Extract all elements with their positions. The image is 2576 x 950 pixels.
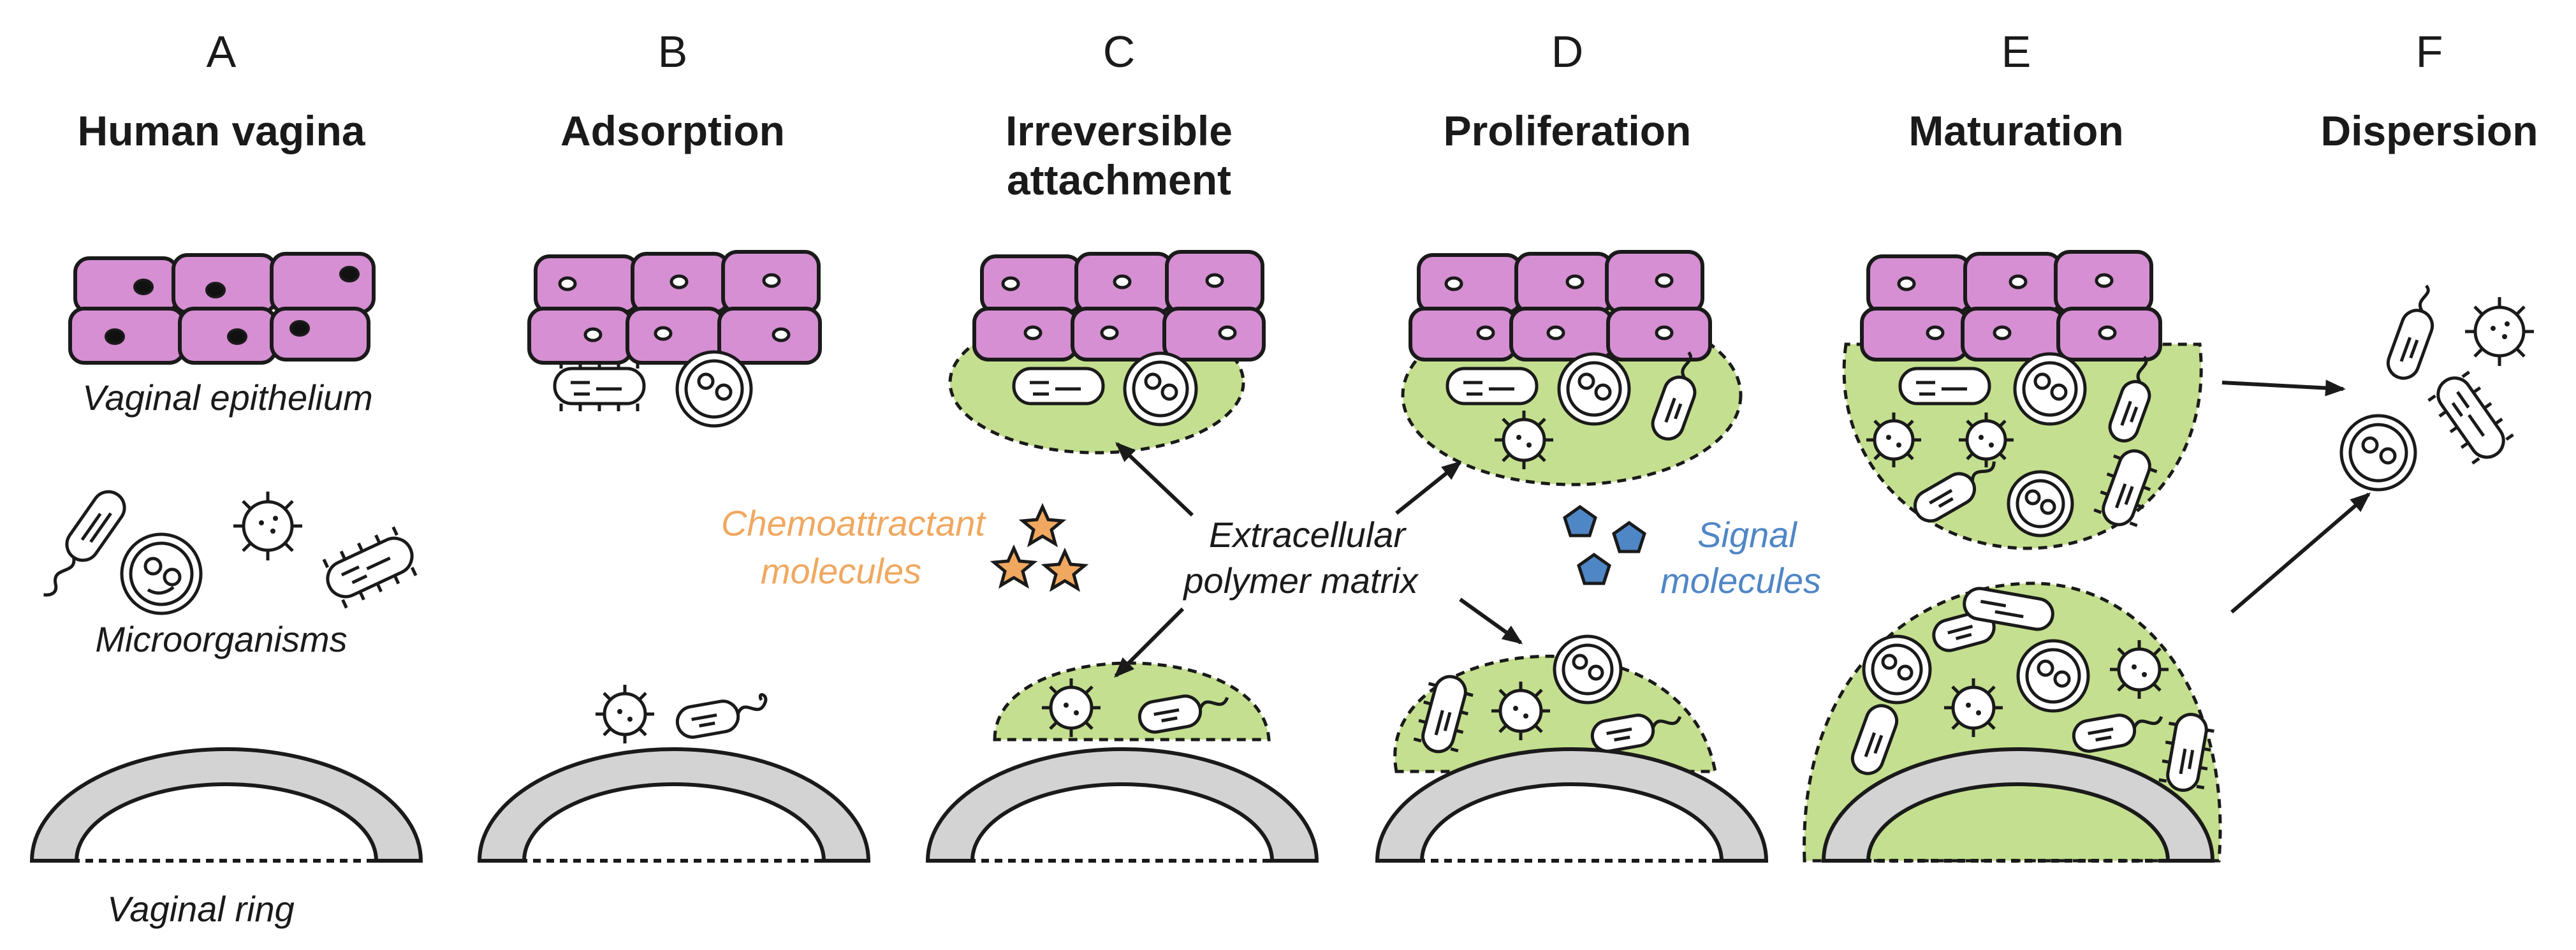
vaginal-epithelium-label: Vaginal epithelium [82, 377, 373, 418]
vaginal-ring-d [1375, 634, 1769, 863]
dispersed-microorganisms [2339, 284, 2534, 492]
arrow-to-matrix-d-bottom [1459, 597, 1523, 645]
extracellular-matrix-label-line1: Extracellular [1209, 515, 1407, 555]
panel-title-c-line1: Irreversible [1006, 107, 1233, 154]
epithelium-b [527, 250, 822, 428]
panel-letter-f: F [2416, 27, 2443, 77]
microorganisms-group-a [43, 490, 418, 615]
chemoattractant-label-line2: molecules [761, 551, 921, 591]
panel-letter-c: C [1103, 27, 1136, 77]
epithelium-e [1842, 250, 2203, 550]
epithelium-c [948, 250, 1266, 455]
epithelium-a [68, 252, 376, 365]
vaginal-ring-a [29, 747, 423, 863]
panel-letter-e: E [2002, 27, 2031, 77]
arrow-to-matrix-c-top [1115, 442, 1194, 517]
vaginal-ring-c [925, 661, 1319, 863]
panel-title-a: Human vagina [77, 107, 365, 154]
chemoattractant-molecules [990, 502, 1089, 592]
signal-molecules [1563, 504, 1646, 585]
panel-letter-a: A [207, 27, 237, 77]
panel-title-e: Maturation [1908, 107, 2123, 154]
arrow-dispersion-bottom [2230, 492, 2371, 614]
panel-title-c-line2: attachment [1007, 156, 1231, 203]
panel-letter-b: B [658, 27, 688, 77]
epithelium-d [1401, 250, 1743, 486]
vaginal-ring-e [1803, 581, 2222, 863]
panel-title-f: Dispersion [2320, 107, 2538, 154]
arrow-to-matrix-d-top [1395, 460, 1463, 515]
arrow-to-matrix-c-bottom [1114, 607, 1185, 678]
microorganisms-label: Microorganisms [95, 619, 347, 659]
panel-letter-d: D [1551, 27, 1584, 77]
vaginal-ring-b [477, 685, 871, 863]
extracellular-matrix-label-line2: polymer matrix [1182, 560, 1419, 601]
vaginal-ring-label: Vaginal ring [107, 889, 295, 929]
signal-label-line2: molecules [1660, 560, 1821, 601]
signal-label-line1: Signal [1697, 515, 1797, 555]
panel-title-b: Adsorption [560, 107, 785, 154]
panel-title-d: Proliferation [1444, 107, 1692, 154]
chemoattractant-label-line1: Chemoattractant [721, 503, 986, 543]
arrow-dispersion-top [2221, 379, 2346, 397]
